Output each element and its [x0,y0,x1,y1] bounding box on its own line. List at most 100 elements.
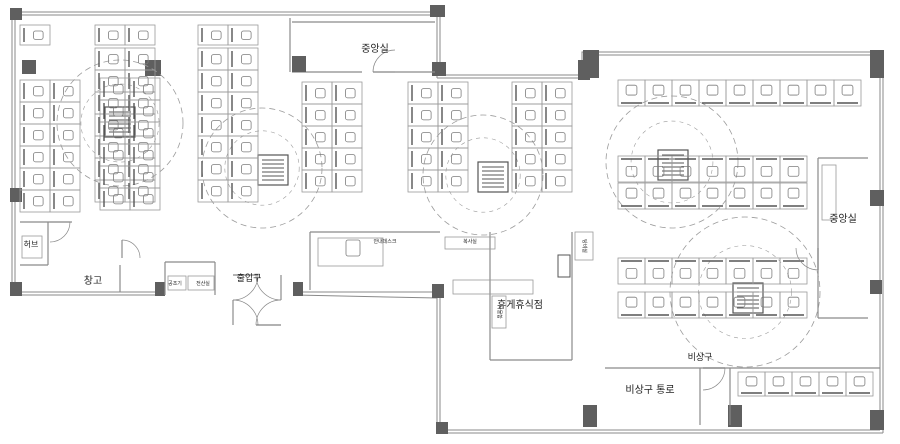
chair [113,106,124,117]
chair [451,110,462,121]
chair [241,76,252,87]
desk [124,24,156,46]
chair [211,186,222,197]
chair [525,110,536,121]
structural-column [728,405,742,427]
bench [452,279,534,295]
chair [113,84,124,95]
coverage-circle [201,107,323,229]
chair [113,150,124,161]
desk [698,79,727,107]
chair [33,108,44,119]
locker [491,295,507,329]
chair [113,172,124,183]
storage-label: 창고 [84,275,102,287]
chair [652,187,665,199]
desk [644,291,673,319]
sink [557,254,571,278]
entrance-door-right-swing [255,274,282,301]
chair [421,110,432,121]
chair [787,84,800,96]
desk [19,24,51,46]
structural-column [432,284,444,298]
exit-door-swing [702,367,726,391]
chair [33,30,44,40]
desk [541,169,573,193]
chair [760,296,773,308]
entrance-label: 출입구 [237,272,262,284]
reception-label: 안내데스크 [373,238,396,245]
structural-column [870,280,882,294]
chair [108,30,119,40]
chair [211,120,222,131]
desk [671,182,700,210]
emergency-corridor-label: 비상구 통로 [625,384,674,396]
small-room-3-label: 사물함 [496,305,503,319]
desk [437,169,469,193]
desk [617,257,646,285]
chair [113,128,124,139]
structural-column [430,5,445,17]
chair [733,165,746,177]
chair [241,120,252,131]
chair [760,84,773,96]
chair [555,176,566,187]
doors [49,49,819,391]
chair [853,376,866,387]
desk [671,291,700,319]
structural-column [293,282,303,296]
coverage-circle [422,114,544,236]
outer-wall-line [294,294,438,299]
desk [698,155,727,183]
chair [841,84,854,96]
chair [345,132,356,143]
hub-box [21,235,43,259]
lounge-label: 휴게휴식점 [497,299,543,311]
chair [63,108,74,119]
desk [725,155,754,183]
chair [451,132,462,143]
desk [698,182,727,210]
chair [733,187,746,199]
chair [799,376,812,387]
storage-door-swing [121,239,141,259]
chair [555,110,566,121]
desk [779,291,808,319]
desk [779,182,808,210]
desk [671,79,700,107]
meeting-table [821,164,837,221]
chair [421,88,432,99]
chair [787,296,800,308]
chair [525,88,536,99]
desk [49,189,81,213]
chair [733,84,746,96]
desk [644,79,673,107]
structural-column [10,188,22,202]
desk [644,257,673,285]
chair [211,76,222,87]
meeting-room-top-label: 중앙실 [361,43,389,55]
chair [315,88,326,99]
ceiling-unit-icon [477,161,509,193]
chair [706,187,719,199]
chair [421,176,432,187]
small-room-2-label: 전산실 [196,280,210,287]
desk [806,79,835,107]
desk [331,169,363,193]
chair [525,132,536,143]
structural-column [870,190,884,206]
chair [63,130,74,141]
chair [63,196,74,207]
desk [752,257,781,285]
chair [787,267,800,279]
chair [211,164,222,175]
chair [826,376,839,387]
chair [345,110,356,121]
chair [706,165,719,177]
desk [227,24,259,46]
chair [241,164,252,175]
desk [671,257,700,285]
chair [625,267,638,279]
chair [451,176,462,187]
chair [787,187,800,199]
